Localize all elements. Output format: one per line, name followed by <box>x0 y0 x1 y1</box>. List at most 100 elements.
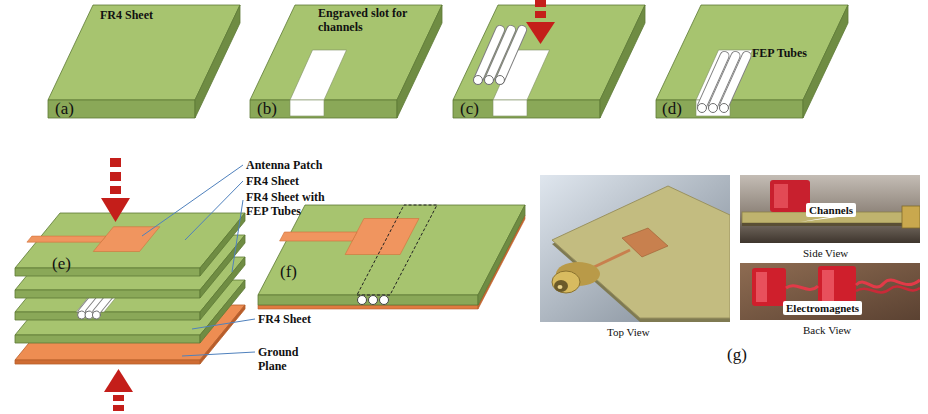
back-view-photo <box>756 272 767 302</box>
press-arrow <box>104 369 133 411</box>
fr4-sheet <box>656 5 848 100</box>
top-view-photo <box>540 175 730 322</box>
figure-label: (b) <box>257 99 297 119</box>
top-view-photo <box>554 280 568 292</box>
side-view-photo <box>770 180 810 212</box>
insert-arrow <box>526 0 555 44</box>
fr4-sheet <box>250 5 442 100</box>
press-arrow <box>104 369 133 392</box>
press-arrow <box>110 172 121 181</box>
top-view-photo <box>552 271 580 293</box>
side-view-photo <box>740 175 920 243</box>
fr4-sheet <box>803 5 848 118</box>
figure-label: (a) <box>55 99 95 119</box>
channel-end <box>369 296 378 305</box>
fep-tube <box>92 311 100 319</box>
press-arrow <box>110 186 121 194</box>
back-view-photo <box>740 263 920 320</box>
figure-label: (e) <box>52 254 92 274</box>
leader-line <box>182 352 255 356</box>
figure-label: FR4 Sheet <box>258 312 378 326</box>
figure-label: Top View <box>607 326 687 339</box>
leader-line <box>192 319 255 329</box>
engraved-slot <box>290 50 347 100</box>
top-view-photo <box>552 186 730 318</box>
figure-label: FR4 Sheet with FEP Tubes <box>246 190 341 219</box>
fr4-board <box>258 295 478 305</box>
hidden-channel <box>357 205 437 295</box>
antenna-patch <box>27 227 160 252</box>
fep-tube <box>724 56 747 106</box>
engraved-slot <box>290 100 324 116</box>
figure-label: FR4 Sheet <box>100 8 220 22</box>
top-view-photo <box>558 285 563 289</box>
press-arrow <box>101 158 130 222</box>
press-arrow <box>101 198 130 222</box>
fr4-sheet <box>453 5 645 118</box>
engraved-slot <box>696 50 753 116</box>
fr4-sheet <box>656 5 848 118</box>
back-view-photo <box>752 268 786 306</box>
back-view-photo <box>822 270 834 304</box>
engraved-slot <box>290 50 347 116</box>
back-view-photo <box>740 263 920 320</box>
ground-plane <box>258 305 478 309</box>
fr4-sheet <box>453 5 645 100</box>
back-view-photo <box>856 287 920 293</box>
fep-tube <box>724 56 747 106</box>
engraved-slot <box>493 100 527 116</box>
top-view-photo <box>592 250 630 268</box>
figure-label: Ground Plane <box>258 345 308 374</box>
photo-callout-box: Channels <box>806 203 856 217</box>
figure-label: Side View <box>803 247 883 260</box>
fr4-sheet <box>48 5 240 100</box>
leader-line <box>142 165 243 236</box>
figure-label: (g) <box>727 345 767 365</box>
fr4-sheet <box>15 290 200 298</box>
insert-arrow <box>535 11 546 18</box>
back-view-photo <box>856 280 920 287</box>
top-view-photo <box>540 175 730 322</box>
fep-tube <box>474 76 483 85</box>
press-arrow <box>113 395 124 401</box>
ground-plane <box>15 360 200 364</box>
figure-label: (c) <box>460 99 500 119</box>
callout-text: Channels <box>809 203 853 217</box>
channel-end <box>358 296 367 305</box>
fep-tube <box>85 311 93 319</box>
fep-tube <box>698 56 747 113</box>
side-view-photo <box>902 206 920 228</box>
back-view-photo <box>786 286 818 290</box>
insert-arrow <box>535 0 546 7</box>
leader-line <box>185 181 243 240</box>
fr4-sheet <box>397 5 442 118</box>
fr4-sheet <box>250 5 442 118</box>
figure-label: FR4 Sheet <box>246 174 386 188</box>
antenna-patch <box>280 232 357 241</box>
antenna-patch <box>27 236 106 242</box>
fep-tube <box>496 76 505 85</box>
figure-label: (f) <box>280 262 320 282</box>
fep-tube <box>720 104 729 113</box>
figure-label: FEP Tubes <box>752 46 842 60</box>
fep-tube <box>78 311 86 319</box>
fr4-sheet <box>200 213 245 276</box>
figure-label: Back View <box>803 324 883 337</box>
fep-tube <box>500 30 522 80</box>
press-arrow <box>110 158 121 167</box>
leader-line <box>142 165 255 356</box>
fep-tube <box>709 104 718 113</box>
fr4-sheet <box>15 268 200 276</box>
fep-tube <box>485 76 494 85</box>
fr4-sheet <box>195 5 240 118</box>
channel-end <box>380 296 389 305</box>
fr4-board <box>478 205 525 305</box>
fep-tube <box>474 30 523 85</box>
figure-label: Engraved slot for channels <box>318 6 428 35</box>
fr4-sheet <box>48 5 240 118</box>
figure-label: (d) <box>662 99 702 119</box>
photo-callout-box: Electromagnets <box>783 301 862 315</box>
callout-text: Electromagnets <box>786 301 859 315</box>
